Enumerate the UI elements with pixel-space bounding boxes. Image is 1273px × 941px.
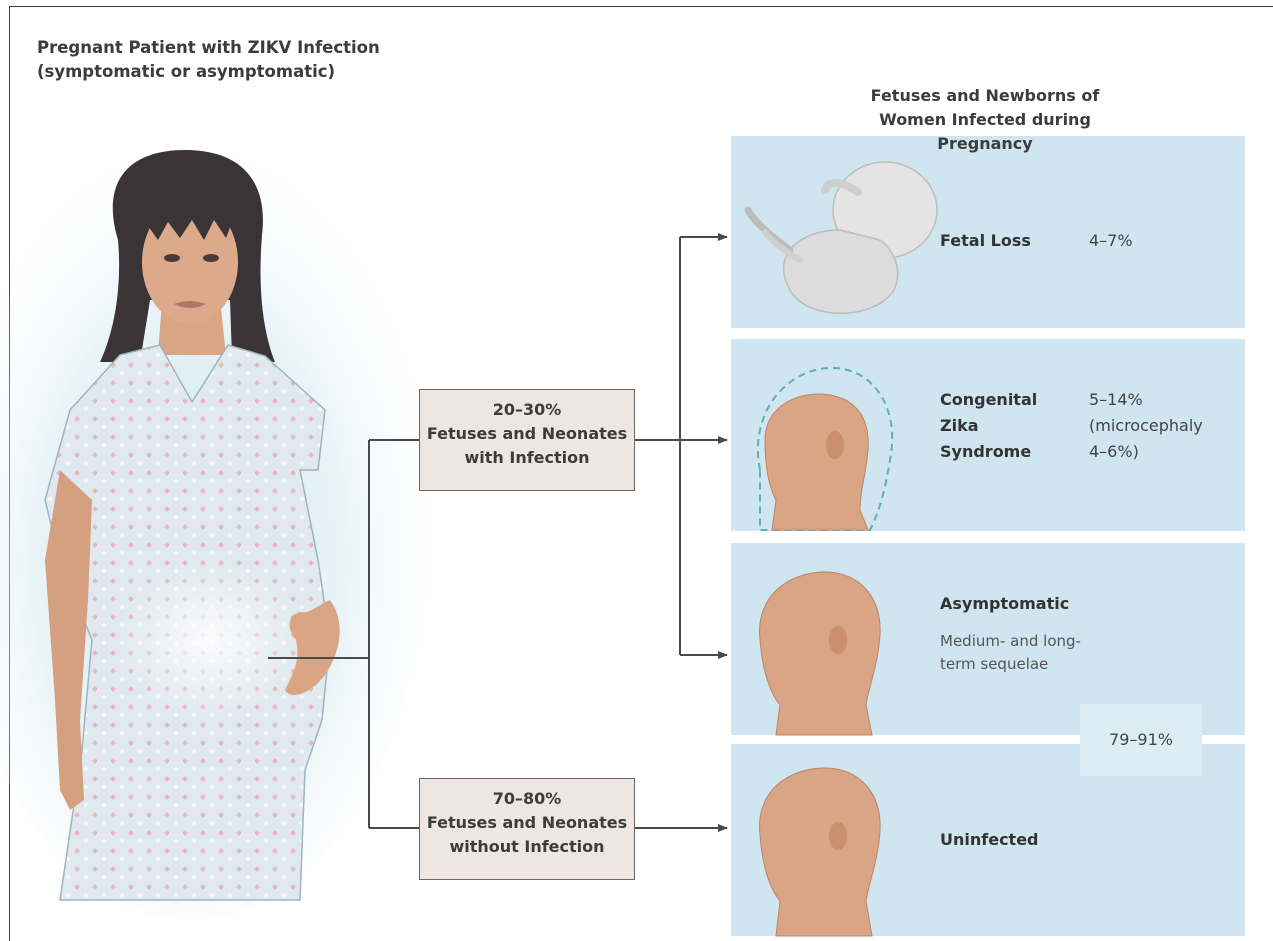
combined-value-badge: 79–91% xyxy=(1080,704,1202,776)
branch-uninfected-line-3: without Infection xyxy=(420,835,634,859)
outcomes-header-line-1: Fetuses and Newborns of xyxy=(840,84,1130,108)
czs-value-line-3: 4–6%) xyxy=(1089,440,1139,464)
uninfected-baby-illustration xyxy=(760,768,881,936)
branch-infected-line-2: Fetuses and Neonates xyxy=(420,422,634,446)
fetal-loss-label: Fetal Loss xyxy=(940,229,1031,253)
uninfected-label: Uninfected xyxy=(940,828,1039,852)
asymptomatic-note-line-1: Medium- and long- xyxy=(940,630,1081,653)
asymptomatic-baby-illustration xyxy=(760,572,881,735)
czs-value-line-1: 5–14% xyxy=(1089,388,1143,412)
fetus-illustration xyxy=(748,162,937,313)
asymptomatic-label: Asymptomatic xyxy=(940,592,1069,616)
branch-infected-line-3: with Infection xyxy=(420,446,634,470)
microcephaly-baby-illustration xyxy=(758,368,892,530)
outcomes-header: Fetuses and Newborns of Women Infected d… xyxy=(840,84,1130,156)
figure-title: Pregnant Patient with ZIKV Infection (sy… xyxy=(37,36,380,84)
czs-label-line-1: Congenital xyxy=(940,388,1037,412)
asymptomatic-note-line-2: term sequelae xyxy=(940,653,1048,676)
branch-uninfected-line-2: Fetuses and Neonates xyxy=(420,811,634,835)
figure-title-line-2: (symptomatic or asymptomatic) xyxy=(37,60,380,84)
branch-infected-percent: 20–30% xyxy=(420,398,634,422)
czs-value-line-2: (microcephaly xyxy=(1089,414,1203,438)
outcomes-header-line-2: Women Infected during Pregnancy xyxy=(840,108,1130,156)
belly-highlight xyxy=(115,560,305,720)
combined-value: 79–91% xyxy=(1080,730,1202,749)
branch-box-infected: 20–30% Fetuses and Neonates with Infecti… xyxy=(419,389,635,491)
fetal-loss-value: 4–7% xyxy=(1089,229,1133,253)
pregnant-woman-illustration xyxy=(0,120,430,920)
branch-box-uninfected: 70–80% Fetuses and Neonates without Infe… xyxy=(419,778,635,880)
branch-uninfected-percent: 70–80% xyxy=(420,787,634,811)
czs-label-line-3: Syndrome xyxy=(940,440,1031,464)
czs-label-line-2: Zika xyxy=(940,414,979,438)
figure-title-line-1: Pregnant Patient with ZIKV Infection xyxy=(37,36,380,60)
